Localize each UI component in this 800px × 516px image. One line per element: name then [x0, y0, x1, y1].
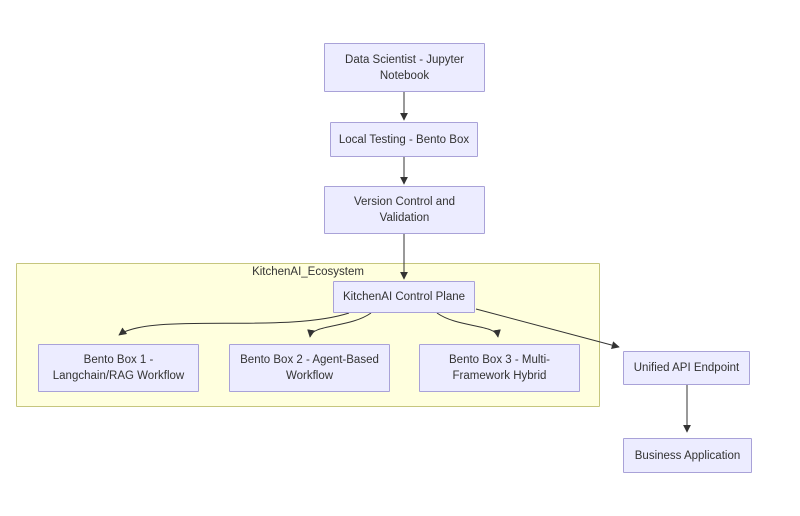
node-unified-api-endpoint-label: Unified API Endpoint — [633, 362, 740, 374]
node-bento-box-3-label: Bento Box 3 - Multi- Framework Hybrid — [449, 354, 550, 382]
node-unified-api-endpoint: Unified API Endpoint — [623, 351, 750, 385]
node-data-scientist: Data Scientist - Jupyter Notebook — [324, 43, 485, 92]
node-local-testing: Local Testing - Bento Box — [330, 122, 478, 157]
node-kitchenai-control-plane-label: KitchenAI Control Plane — [342, 291, 466, 303]
node-business-application-label: Business Application — [634, 449, 741, 462]
node-bento-box-2: Bento Box 2 - Agent-Based Workflow — [229, 344, 390, 392]
node-bento-box-1-label: Bento Box 1 - Langchain/RAG Workflow — [52, 354, 185, 382]
node-version-control: Version Control and Validation — [324, 186, 485, 234]
node-bento-box-3: Bento Box 3 - Multi- Framework Hybrid — [419, 344, 580, 392]
node-bento-box-2-label: Bento Box 2 - Agent-Based Workflow — [240, 354, 379, 382]
node-local-testing-label: Local Testing - Bento Box — [338, 133, 470, 146]
node-kitchenai-control-plane: KitchenAI Control Plane — [333, 281, 475, 313]
node-version-control-label: Version Control and Validation — [353, 196, 455, 224]
node-business-application: Business Application — [623, 438, 752, 473]
cluster-title: KitchenAI_Ecosystem — [252, 266, 364, 278]
node-data-scientist-label: Data Scientist - Jupyter Notebook — [345, 53, 464, 82]
node-bento-box-1: Bento Box 1 - Langchain/RAG Workflow — [38, 344, 199, 392]
